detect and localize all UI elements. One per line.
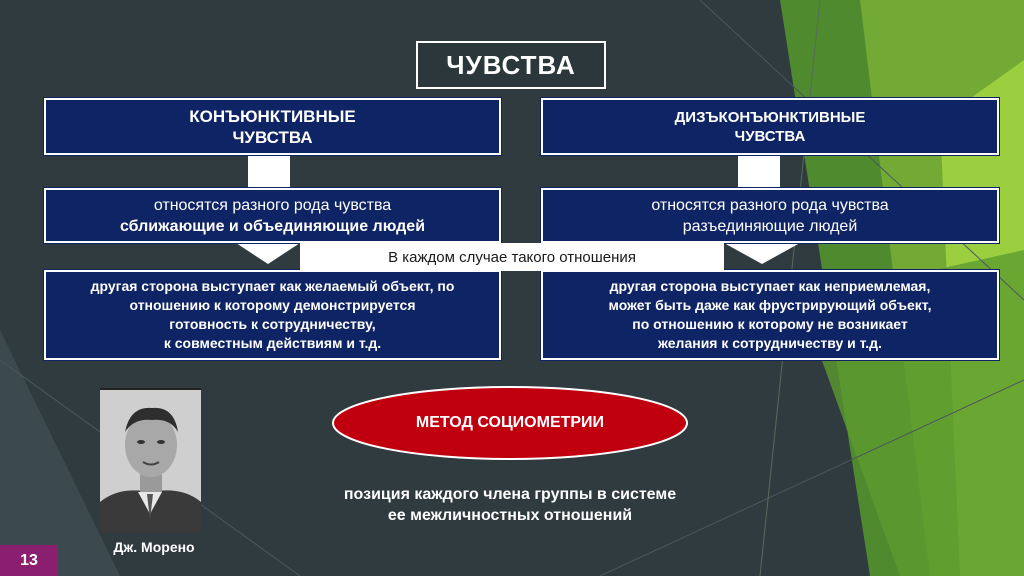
method-description: позиция каждого члена группы в системе е… — [280, 484, 740, 526]
disjunctive-header-line1: ДИЗЪКОНЪЮНКТИВНЫЕ — [674, 108, 866, 126]
method-ellipse — [332, 386, 688, 460]
photo-caption: Дж. Морено — [113, 539, 195, 555]
arrow-head-left — [236, 243, 300, 264]
conjunctive-detail-line3: готовность к сотрудничеству, — [169, 316, 376, 332]
moreno-portrait — [100, 388, 201, 533]
page-title: ЧУВСТВА — [416, 41, 606, 89]
disjunctive-desc-line2: разъединяющие людей — [682, 217, 858, 235]
arrow-shaft-right — [738, 155, 780, 188]
conjunctive-description-box: относятся разного рода чувства сближающи… — [44, 188, 501, 243]
portrait-drawing — [100, 390, 201, 533]
disjunctive-detail-line1: другая сторона выступает как неприемлема… — [609, 278, 931, 294]
connector-label: В каждом случае такого отношения — [300, 243, 724, 271]
disjunctive-detail-line2: может быть даже как фрустрирующий объект… — [608, 297, 932, 313]
bg-dark-shape — [0, 330, 120, 576]
method-label: МЕТОД СОЦИОМЕТРИИ — [415, 414, 605, 431]
conjunctive-detail-box: другая сторона выступает как желаемый об… — [44, 270, 501, 360]
conjunctive-desc-line1: относятся разного рода чувства — [153, 196, 392, 214]
conjunctive-header-box: КОНЪЮНКТИВНЫЕ ЧУВСТВА — [44, 98, 501, 155]
method-description-line2: ее межличностных отношений — [387, 507, 633, 524]
conjunctive-detail-line2: отношению к которому демонстрируется — [129, 297, 416, 313]
disjunctive-header-box: ДИЗЪКОНЪЮНКТИВНЫЕ ЧУВСТВА — [541, 98, 999, 155]
conjunctive-detail-line4: к совместным действиям и т.д. — [163, 335, 382, 351]
arrow-head-right — [724, 243, 800, 264]
disjunctive-description-box: относятся разного рода чувства разъединя… — [541, 188, 999, 243]
arrow-shaft-left — [248, 155, 290, 188]
method-description-line1: позиция каждого члена группы в системе — [343, 486, 677, 503]
conjunctive-detail-line1: другая сторона выступает как желаемый об… — [90, 278, 455, 294]
disjunctive-detail-box: другая сторона выступает как неприемлема… — [541, 270, 999, 360]
disjunctive-detail-line3: по отношению к которому не возникает — [632, 316, 908, 332]
slide-number: 13 — [0, 545, 58, 576]
bg-line-2 — [599, 379, 1024, 576]
disjunctive-header-line2: ЧУВСТВА — [734, 127, 806, 145]
conjunctive-header-line1: КОНЪЮНКТИВНЫЕ — [189, 106, 356, 126]
conjunctive-desc-line2: сближающие и объединяющие людей — [119, 217, 426, 235]
disjunctive-detail-line4: желания к сотрудничеству и т.д. — [658, 335, 882, 351]
disjunctive-desc-line1: относятся разного рода чувства — [651, 196, 889, 214]
conjunctive-header-line2: ЧУВСТВА — [232, 127, 313, 147]
